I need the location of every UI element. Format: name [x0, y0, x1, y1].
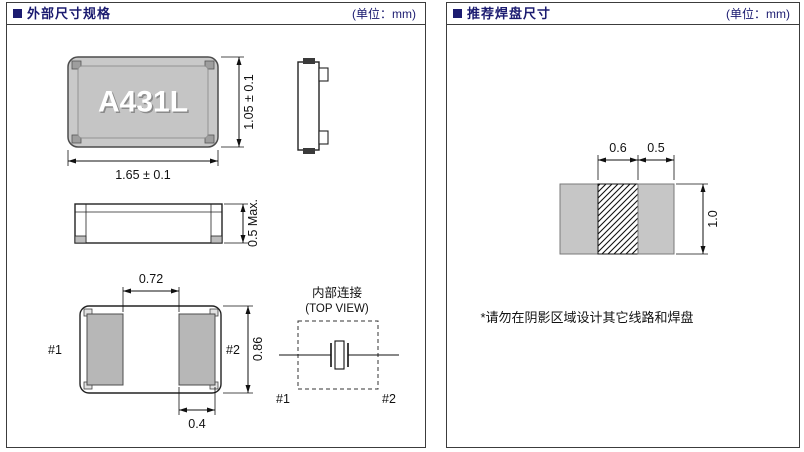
- bottom-pad-1: [86, 313, 124, 386]
- dim-thickness-label: 0.5 Max.: [246, 199, 260, 247]
- dim-body-height-label: 0.86: [251, 337, 265, 361]
- land-pad-right: [637, 183, 675, 255]
- section-marker-icon: [13, 9, 22, 18]
- dim-height-label: 1.05 ± 0.1: [242, 74, 256, 130]
- end-view-pad-bottom: [318, 130, 329, 145]
- dim-land-pad-width-label: 0.5: [647, 141, 664, 155]
- pad1-label: #1: [48, 343, 62, 357]
- header-title-group: 推荐焊盘尺寸: [453, 7, 551, 20]
- dim-pad-span-label: 0.72: [139, 272, 163, 286]
- internal-title: 内部连接: [312, 285, 363, 300]
- end-view-pad-top: [318, 67, 329, 82]
- top-view: A431L A431L: [67, 56, 219, 148]
- castellation-bottom-left: [71, 134, 82, 144]
- section-title: 外部尺寸规格: [27, 6, 112, 21]
- profile-pad-left: [74, 235, 87, 244]
- land-pattern-drawing: 0.6 0.5 1.0 *请勿在阴影区域设计其它线路和焊盘: [480, 141, 720, 325]
- dimension-pad-span: 0.72: [122, 272, 180, 312]
- castellation-top-left: [71, 60, 82, 70]
- castellation-bottom-right: [204, 134, 215, 144]
- section-title: 推荐焊盘尺寸: [467, 6, 552, 21]
- component-lid: [77, 65, 209, 139]
- dimension-gap: 0.6: [597, 141, 639, 180]
- castellation-top-right: [204, 60, 215, 70]
- part-label: A431L: [98, 86, 188, 119]
- land-pattern: [559, 183, 675, 255]
- dimension-width: 1.65 ± 0.1: [67, 150, 219, 182]
- dim-gap-label: 0.6: [609, 141, 626, 155]
- end-view-metal-top: [303, 58, 315, 64]
- end-view: [297, 58, 329, 154]
- profile-view: [74, 203, 223, 244]
- external-dimensions-header: 外部尺寸规格 (单位：mm): [7, 3, 425, 25]
- dimension-height: 1.05 ± 0.1: [221, 56, 256, 148]
- profile-body: [74, 203, 223, 244]
- land-pattern-panel: 推荐焊盘尺寸 (单位：mm): [446, 2, 800, 448]
- external-dimensions-drawing: A431L A431L 1.65 ± 0.1 1.05 ± 0.1: [48, 56, 399, 431]
- internal-pin2-label: #2: [382, 392, 396, 406]
- unit-label: (单位：mm): [352, 6, 416, 21]
- land-pad-left: [559, 183, 599, 255]
- internal-subtitle: (TOP VIEW): [305, 303, 369, 315]
- header-title-group: 外部尺寸规格: [13, 7, 111, 20]
- internal-connection: 内部连接 (TOP VIEW) #1 #2: [276, 285, 399, 406]
- crystal-symbol: [334, 340, 345, 370]
- dim-width-label: 1.65 ± 0.1: [115, 168, 171, 182]
- dim-pad-width-label: 0.4: [188, 417, 205, 431]
- dim-land-pad-height-label: 1.0: [706, 210, 720, 227]
- keepout-hatch-area: [597, 183, 639, 255]
- bottom-view: #1 #2: [48, 305, 240, 394]
- dimension-pad-width: 0.4: [178, 387, 216, 431]
- pad2-label: #2: [226, 343, 240, 357]
- bottom-pad-2: [178, 313, 216, 386]
- dimension-body-height: 0.86: [223, 305, 265, 394]
- land-pattern-header: 推荐焊盘尺寸 (单位：mm): [447, 3, 799, 25]
- dimension-land-pad-width: 0.5: [638, 141, 675, 180]
- internal-pin1-label: #1: [276, 392, 290, 406]
- unit-label: (单位：mm): [726, 6, 790, 21]
- profile-pad-right: [210, 235, 223, 244]
- end-view-metal-bottom: [303, 148, 315, 154]
- dimension-land-pad-height: 1.0: [676, 183, 720, 255]
- end-view-body: [297, 61, 320, 151]
- part-label-shadow: A431L: [99, 87, 189, 120]
- section-marker-icon: [453, 9, 462, 18]
- external-dimensions-panel: 外部尺寸规格 (单位：mm) A431L: [6, 2, 426, 448]
- dimension-thickness: 0.5 Max.: [224, 199, 260, 247]
- note-text: *请勿在阴影区域设计其它线路和焊盘: [480, 310, 693, 325]
